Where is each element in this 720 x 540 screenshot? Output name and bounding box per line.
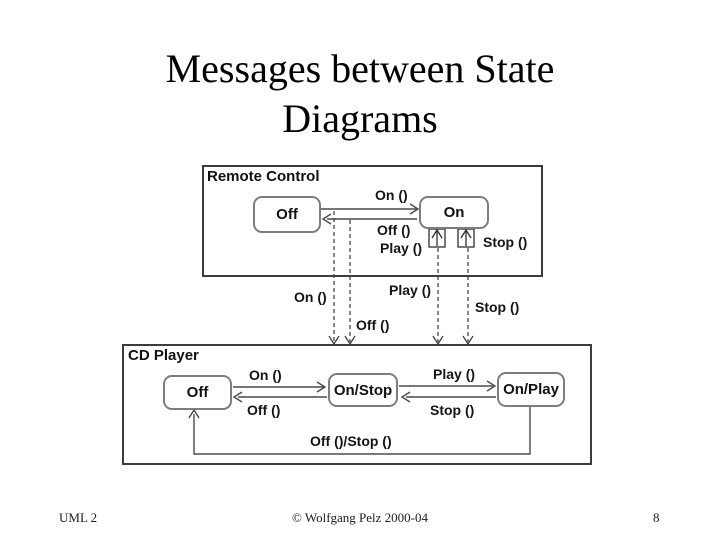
cd-player-box <box>122 344 592 465</box>
rc-transition-play-label: Play () <box>380 240 423 256</box>
arrowhead-down-icon <box>328 335 340 346</box>
slide-title: Messages between State Diagrams <box>0 44 720 144</box>
cd-state-onstop: On/Stop <box>328 373 398 407</box>
message-stop-label: Stop () <box>475 299 520 315</box>
cd-transition-on-label: On () <box>249 367 282 383</box>
message-play-label: Play () <box>389 282 432 298</box>
cd-transition-stop-label: Stop () <box>430 402 475 418</box>
arrowhead-down-icon <box>462 335 474 346</box>
cd-state-onplay: On/Play <box>497 372 565 407</box>
cd-player-label: CD Player <box>128 347 199 364</box>
slide-title-line1: Messages between State <box>165 46 555 91</box>
footer-course-label: UML 2 <box>59 510 98 525</box>
footer-page-number: 8 <box>653 510 660 525</box>
cd-state-off: Off <box>163 375 232 410</box>
rc-state-on: On <box>419 196 489 229</box>
cd-transition-offstop-label: Off ()/Stop () <box>310 433 392 449</box>
cd-transition-off-label: Off () <box>247 402 281 418</box>
rc-transition-off-label: Off () <box>377 222 411 238</box>
rc-transition-stop-label: Stop () <box>483 234 528 250</box>
remote-control-label: Remote Control <box>207 168 320 185</box>
remote-control-box <box>202 165 543 277</box>
arrowhead-down-icon <box>432 335 444 346</box>
rc-state-off: Off <box>253 196 321 233</box>
rc-transition-on-label: On () <box>375 187 408 203</box>
message-on-label: On () <box>294 289 327 305</box>
message-off-label: Off () <box>356 317 390 333</box>
arrowhead-down-icon <box>344 335 356 346</box>
cd-transition-play-label: Play () <box>433 366 476 382</box>
footer-copyright: © Wolfgang Pelz 2000-04 <box>291 510 429 525</box>
slide-title-line2: Diagrams <box>282 96 438 141</box>
